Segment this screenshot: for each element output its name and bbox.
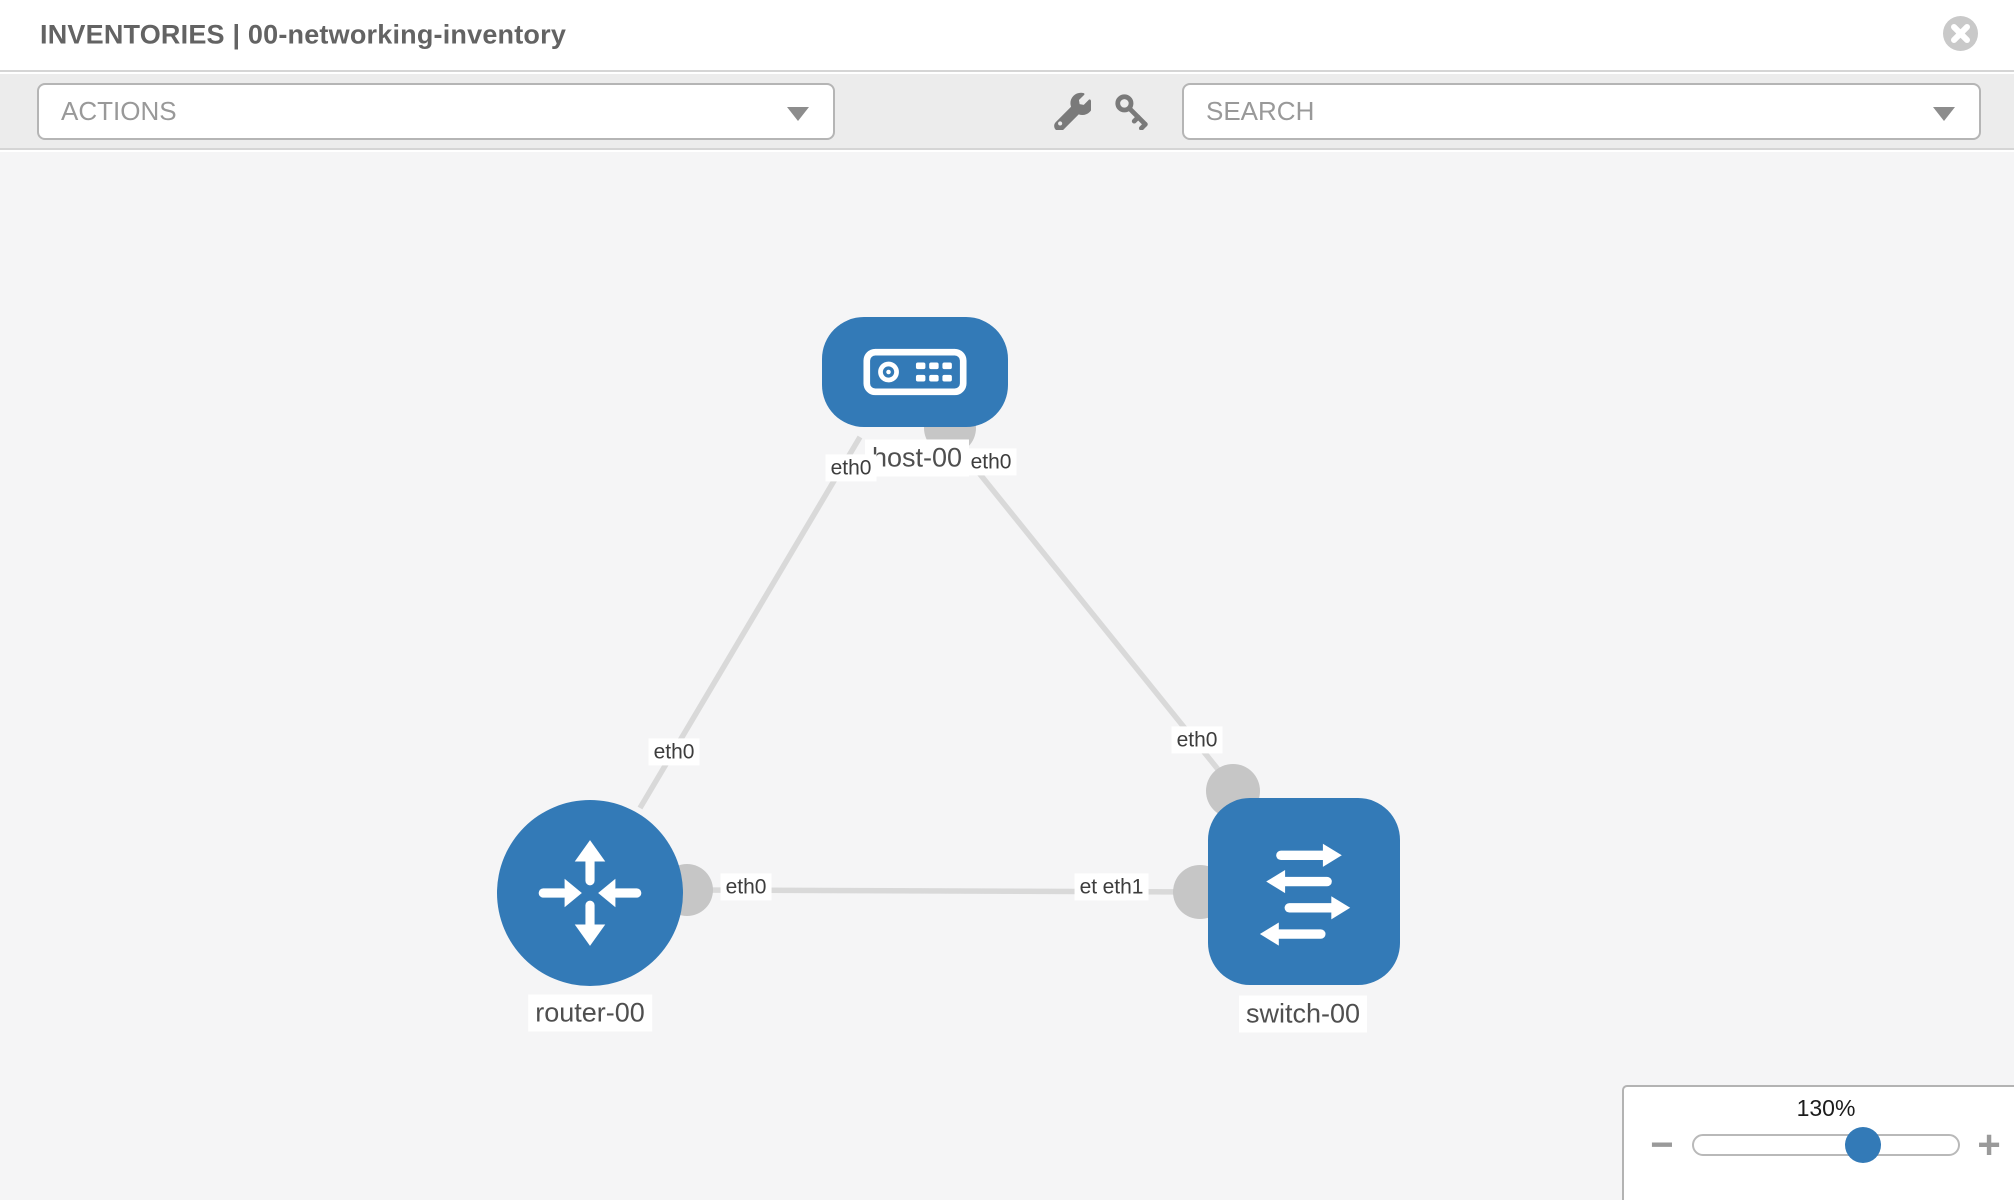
zoom-in-button[interactable]: + [1977, 1123, 2001, 1167]
interface-label: eth0 [648, 738, 700, 766]
zoom-slider-handle[interactable] [1844, 1127, 1881, 1163]
search-dropdown[interactable]: SEARCH [1182, 83, 1981, 140]
zoom-out-button[interactable]: − [1650, 1123, 1674, 1167]
interface-label: eth0 [1171, 726, 1223, 754]
actions-dropdown[interactable]: ACTIONS [37, 83, 835, 140]
node-host-00[interactable] [822, 317, 1008, 427]
interface-label: eth0 [720, 873, 772, 901]
topology-canvas[interactable]: host-00 router-00 switch-00 eth0 eth0 eth0 eth… [0, 152, 2014, 1200]
topology-links-layer [637, 402, 1260, 919]
switch-icon [1259, 843, 1351, 946]
node-label-host-00: host-00 [864, 439, 970, 477]
router-icon [538, 840, 642, 946]
close-icon [1943, 16, 1978, 51]
page-title: INVENTORIES | 00-networking-inventory [40, 19, 567, 50]
zoom-panel: 130% − + [1622, 1085, 2014, 1200]
node-switch-00[interactable] [1208, 797, 1400, 985]
node-router-00[interactable] [497, 800, 683, 986]
close-button[interactable] [1942, 15, 1979, 52]
zoom-slider[interactable] [1692, 1127, 1960, 1163]
interface-label: eth0 [825, 454, 877, 482]
wrench-icon[interactable] [1053, 92, 1093, 132]
chevron-down-icon [1933, 106, 1955, 121]
node-label-switch-00: switch-00 [1238, 995, 1368, 1033]
search-label: SEARCH [1206, 96, 1315, 126]
chevron-down-icon [787, 106, 809, 121]
key-icon[interactable] [1113, 92, 1151, 131]
interface-label: eth0 [965, 448, 1017, 476]
zoom-level: 130% [1796, 1095, 1856, 1121]
toolbar: ACTIONS SEARCH [0, 74, 2014, 150]
header: INVENTORIES | 00-networking-inventory [0, 0, 2014, 72]
interface-label: eth1 [1097, 873, 1149, 901]
actions-label: ACTIONS [61, 96, 177, 126]
node-label-router-00: router-00 [528, 994, 652, 1032]
host-icon [863, 348, 967, 396]
